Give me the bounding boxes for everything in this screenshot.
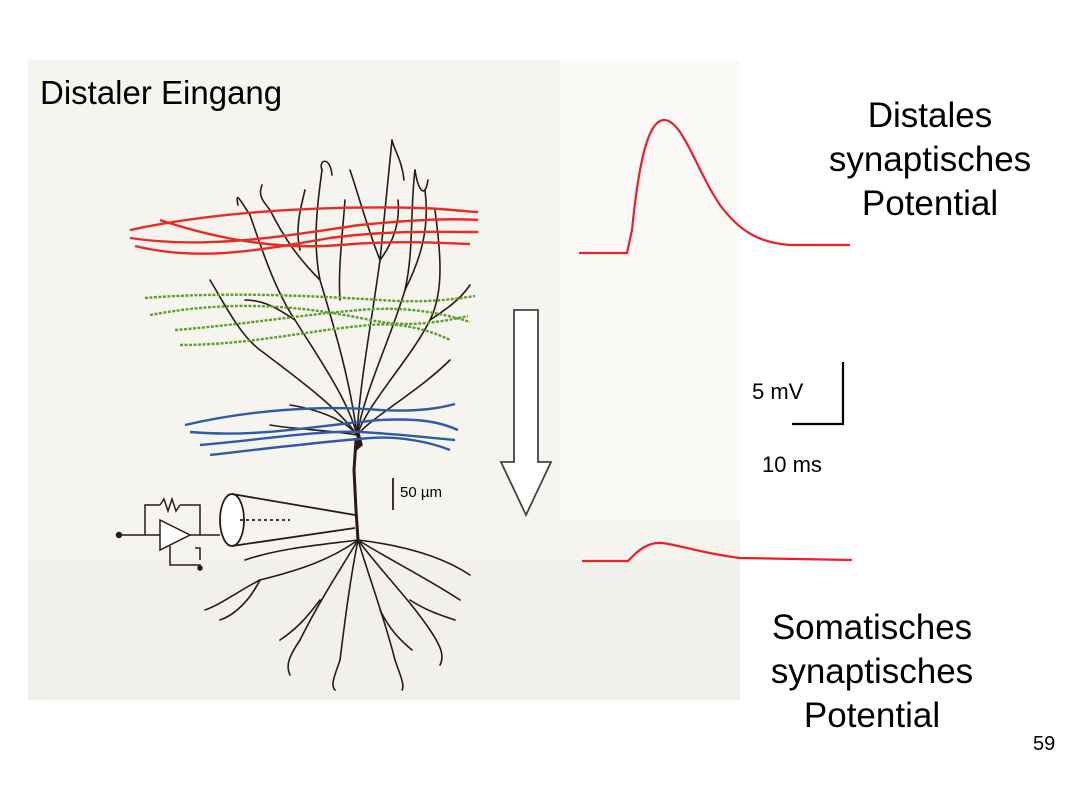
somatic-label-line-1: Somatisches bbox=[771, 608, 973, 647]
neuron bbox=[204, 139, 471, 691]
distal-label-line-3: Potential bbox=[861, 184, 999, 223]
distal-label-line-2: synaptisches bbox=[828, 140, 1032, 179]
amplifier-circuit bbox=[115, 496, 220, 571]
photo-background-lower bbox=[28, 560, 740, 700]
somatic-potential-trace bbox=[582, 541, 853, 563]
distal-potential-label: Distales synaptisches Potential bbox=[800, 94, 1060, 226]
somatic-potential-label: Somatisches synaptisches Potential bbox=[742, 606, 1002, 738]
somatic-label-line-3: Potential bbox=[803, 696, 941, 735]
voltage-scale-label: 5 mV bbox=[752, 379, 804, 404]
somatic-label-line-2: synaptisches bbox=[770, 652, 974, 691]
voltage-time-scale-bar bbox=[792, 362, 845, 426]
length-scale-label: 50 µm bbox=[400, 484, 442, 501]
page-number: 59 bbox=[1033, 733, 1056, 755]
propagation-arrow bbox=[499, 309, 553, 518]
slide-title: Distaler Eingang bbox=[40, 74, 283, 111]
distal-label-line-1: Distales bbox=[867, 96, 993, 135]
recording-electrode bbox=[219, 493, 356, 547]
distal-potential-trace bbox=[579, 118, 850, 255]
input-fibers-red bbox=[129, 206, 479, 255]
time-scale-label: 10 ms bbox=[762, 452, 822, 477]
input-fibers-blue bbox=[184, 402, 459, 457]
input-fibers-green bbox=[144, 293, 476, 347]
trace-panel-background bbox=[560, 60, 740, 520]
